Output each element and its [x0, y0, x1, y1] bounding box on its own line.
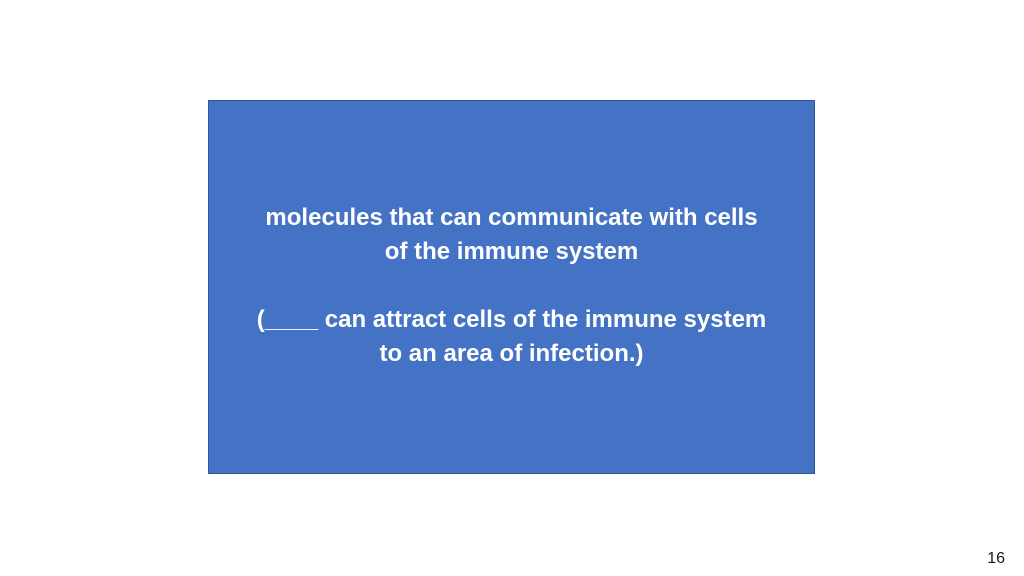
flashcard-box: molecules that can communicate with cell… — [208, 100, 815, 474]
definition-line-1: molecules that can communicate with cell… — [265, 204, 758, 231]
hint-line-1: (____ can attract cells of the immune sy… — [256, 306, 767, 333]
hint-line-2: to an area of infection.) — [379, 340, 644, 367]
definition-paragraph: molecules that can communicate with cell… — [209, 201, 814, 269]
definition-line-2: of the immune system — [384, 238, 639, 265]
page-number: 16 — [987, 550, 1005, 567]
flashcard-text: molecules that can communicate with cell… — [209, 201, 814, 371]
hint-paragraph: (____ can attract cells of the immune sy… — [209, 303, 814, 371]
paragraph-spacer — [209, 269, 814, 303]
